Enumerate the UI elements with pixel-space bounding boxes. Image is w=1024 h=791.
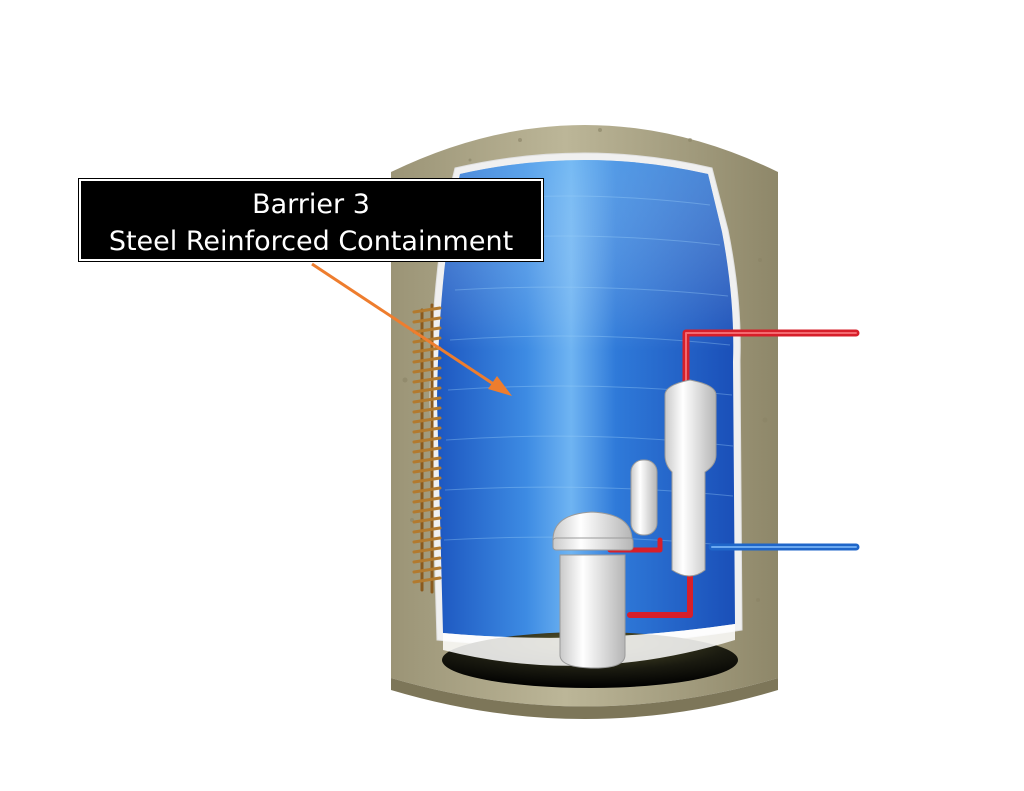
containment-interior: [429, 152, 743, 688]
reactor-vessel: [552, 511, 634, 669]
callout-arrow: [311, 262, 512, 396]
steam-generator: [664, 379, 717, 577]
callout-title: Barrier 3: [252, 189, 370, 220]
barrier-callout-label: Barrier 3 Steel Reinforced Containment: [78, 178, 544, 262]
callout-subtitle: Steel Reinforced Containment: [108, 226, 514, 257]
pressurizer: [630, 459, 658, 536]
steel-rebar: [412, 303, 442, 594]
